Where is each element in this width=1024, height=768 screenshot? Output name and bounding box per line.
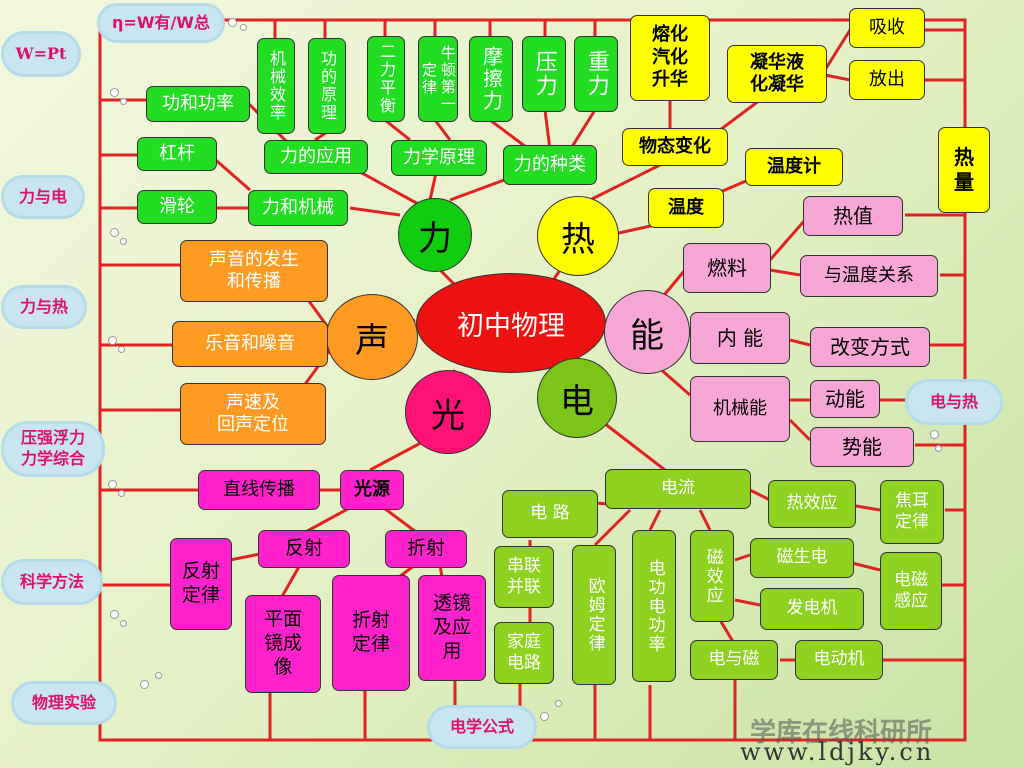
node-home-circuit[interactable]: 家庭 电路 — [494, 622, 554, 684]
node-refract-law[interactable]: 折射 定律 — [332, 575, 410, 691]
cloud-dot — [110, 88, 119, 97]
node-potential[interactable]: 势能 — [810, 427, 914, 467]
cloud-dot — [120, 98, 127, 105]
cloud-dot — [118, 490, 125, 497]
node-ohm-law[interactable]: 欧姆定律 — [572, 545, 616, 685]
node-temperature[interactable]: 温度 — [648, 188, 724, 228]
node-newton-law[interactable]: 牛顿第一定律 — [418, 36, 458, 122]
cloud-dot — [120, 620, 127, 627]
node-reflect-law[interactable]: 反射 定律 — [170, 538, 232, 630]
node-thermometer[interactable]: 温度计 — [745, 148, 843, 186]
node-mechanical-energy[interactable]: 机械能 — [690, 376, 790, 442]
node-gravity[interactable]: 重力 — [574, 36, 618, 112]
hub-light[interactable]: 光 — [405, 370, 491, 454]
node-reflect[interactable]: 反射 — [258, 530, 350, 568]
node-heat-value[interactable]: 热值 — [803, 196, 903, 236]
watermark-cn: 学库在线科研所 — [750, 718, 933, 748]
node-kinetic[interactable]: 动能 — [810, 380, 880, 418]
cloud-efficiency[interactable]: η=W有/W总 — [100, 6, 222, 40]
node-circuit[interactable]: 电 路 — [502, 490, 598, 538]
node-types[interactable]: 力的种类 — [503, 145, 597, 185]
node-em-induction[interactable]: 电磁 感应 — [880, 552, 942, 630]
node-sound-speed[interactable]: 声速及 回声定位 — [180, 383, 326, 445]
cloud-dot — [935, 445, 942, 452]
cloud-dot — [118, 346, 125, 353]
node-two-force[interactable]: 二力平衡 — [367, 36, 405, 122]
cloud-elec-heat[interactable]: 电与热 — [908, 382, 1000, 422]
cloud-elec-formula[interactable]: 电学公式 — [430, 708, 534, 746]
node-heat-quantity[interactable]: 热 量 — [938, 127, 990, 213]
node-elec-and-mag[interactable]: 电与磁 — [690, 640, 778, 680]
node-lens[interactable]: 透镜 及应 用 — [418, 575, 486, 681]
cloud-dot — [555, 700, 562, 707]
node-machines[interactable]: 力和机械 — [248, 190, 348, 226]
node-joule-law[interactable]: 焦耳 定律 — [880, 480, 944, 544]
cloud-dot — [930, 430, 939, 439]
cloud-dot — [108, 336, 117, 345]
node-light-source[interactable]: 光源 — [340, 470, 404, 510]
node-condense[interactable]: 凝华液 化凝华 — [727, 45, 827, 103]
node-internal-energy[interactable]: 内 能 — [690, 312, 790, 364]
cloud-dot — [110, 610, 119, 619]
cloud-dot — [120, 238, 127, 245]
node-machine-efficiency[interactable]: 机械效率 — [257, 38, 295, 134]
node-absorb[interactable]: 吸收 — [849, 8, 925, 48]
cloud-experiment[interactable]: 物理实验 — [14, 684, 114, 722]
center-node[interactable]: 初中物理 — [416, 273, 606, 373]
node-friction[interactable]: 摩擦力 — [469, 36, 513, 122]
node-current[interactable]: 电流 — [605, 469, 751, 509]
cloud-force-heat[interactable]: 力与热 — [4, 288, 84, 326]
cloud-pressure-buoyancy[interactable]: 压强浮力 力学综合 — [4, 424, 102, 474]
node-work-principle[interactable]: 功的原理 — [308, 38, 346, 134]
node-temp-relation[interactable]: 与温度关系 — [800, 255, 938, 297]
node-melt[interactable]: 熔化 汽化 升华 — [630, 15, 710, 101]
node-straight-line[interactable]: 直线传播 — [198, 470, 320, 510]
node-series-parallel[interactable]: 串联 并联 — [494, 546, 554, 608]
node-plane-mirror[interactable]: 平面 镜成 像 — [245, 595, 321, 693]
cloud-dot — [140, 680, 149, 689]
cloud-dot — [155, 672, 162, 679]
node-release[interactable]: 放出 — [849, 60, 925, 100]
cloud-dot — [108, 480, 117, 489]
node-refract[interactable]: 折射 — [385, 530, 467, 568]
node-elec-power[interactable]: 电功电功率 — [632, 530, 676, 682]
node-sound-origin[interactable]: 声音的发生 和传播 — [180, 240, 328, 302]
node-principle[interactable]: 力学原理 — [391, 140, 487, 176]
node-music-noise[interactable]: 乐音和噪音 — [172, 321, 328, 367]
hub-energy[interactable]: 能 — [604, 290, 690, 374]
hub-heat[interactable]: 热 — [537, 196, 619, 276]
cloud-dot — [110, 228, 119, 237]
node-lever[interactable]: 杠杆 — [137, 137, 217, 171]
node-change-way[interactable]: 改变方式 — [810, 327, 930, 367]
node-mag-to-elec[interactable]: 磁生电 — [750, 538, 854, 578]
node-pulley[interactable]: 滑轮 — [137, 190, 217, 224]
cloud-dot — [540, 712, 549, 721]
node-work-power[interactable]: 功和功率 — [146, 86, 250, 122]
node-pressure[interactable]: 压力 — [522, 36, 566, 112]
cloud-force-elec[interactable]: 力与电 — [4, 178, 82, 216]
cloud-dot — [228, 18, 237, 27]
node-heating-effect[interactable]: 热效应 — [768, 480, 856, 528]
node-fuel[interactable]: 燃料 — [683, 243, 771, 293]
node-state-change[interactable]: 物态变化 — [622, 128, 728, 166]
node-motor[interactable]: 电动机 — [795, 640, 883, 680]
watermark-url: www.ldjky.cn — [740, 738, 935, 766]
cloud-power-formula[interactable]: W=Pt — [4, 34, 78, 74]
cloud-sci-method[interactable]: 科学方法 — [4, 562, 100, 602]
cloud-dot — [240, 24, 247, 31]
node-generator[interactable]: 发电机 — [760, 588, 864, 630]
hub-sound[interactable]: 声 — [326, 294, 418, 380]
node-application[interactable]: 力的应用 — [264, 140, 368, 174]
hub-electric[interactable]: 电 — [537, 358, 617, 438]
node-magnetic-effect[interactable]: 磁效应 — [690, 530, 734, 622]
hub-force[interactable]: 力 — [398, 198, 472, 272]
